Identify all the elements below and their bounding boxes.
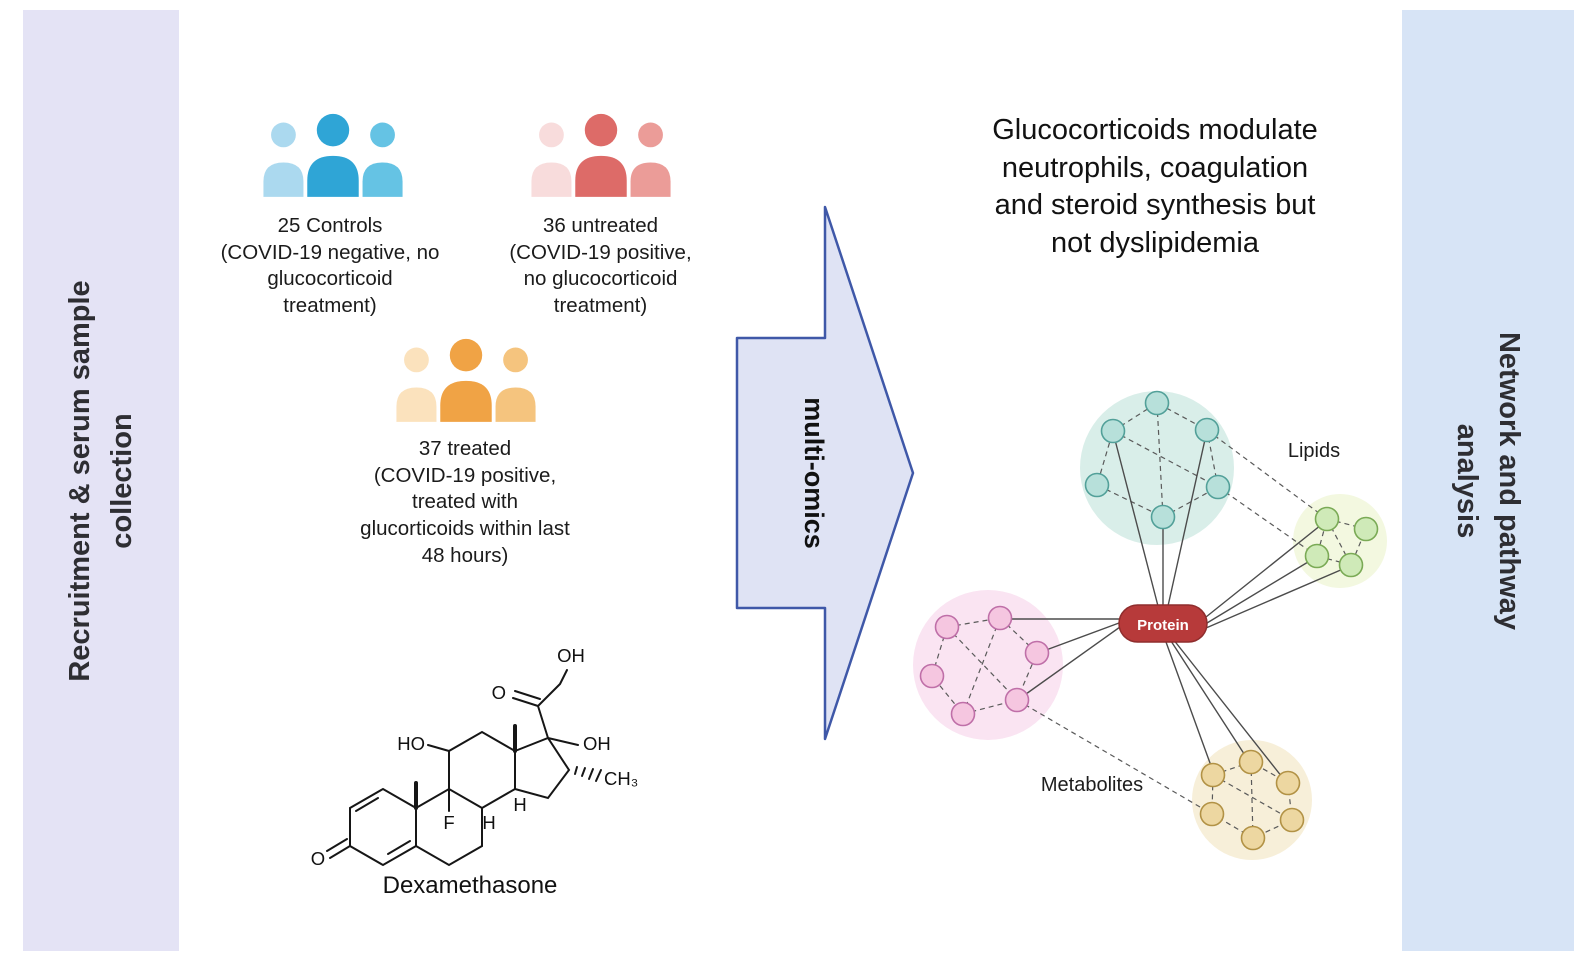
lipids-cluster-edges xyxy=(1316,518,1367,566)
network-node xyxy=(1024,640,1050,666)
molecule-hash-wedge xyxy=(574,766,602,782)
network-node xyxy=(1205,474,1231,500)
network-node xyxy=(1338,552,1364,578)
molecule-caption: Dexamethasone xyxy=(382,872,558,899)
cross-cluster-edges xyxy=(1016,429,1328,815)
network-diagram: Protein Lipids Metabolites xyxy=(913,390,1387,860)
right-panel: Network and pathway analysis xyxy=(1402,10,1574,951)
metabolites-label: Metabolites xyxy=(1041,774,1143,796)
network-node xyxy=(1279,807,1305,833)
arrow-label: multi-omics xyxy=(799,397,829,549)
person-left-icon xyxy=(263,122,304,197)
pink-cluster xyxy=(919,605,1050,727)
tan-cluster xyxy=(1199,749,1305,851)
atom-label-ketone-o: O xyxy=(311,848,325,869)
atom-label-h14: H xyxy=(513,794,526,815)
person-center-icon xyxy=(440,338,492,422)
network-node xyxy=(1100,418,1126,444)
network-node xyxy=(1199,801,1225,827)
person-right-icon xyxy=(630,122,671,197)
treated-group-label: 37 treated (COVID-19 positive, treated w… xyxy=(360,437,570,567)
person-left-icon xyxy=(531,122,572,197)
person-right-icon xyxy=(495,347,536,422)
atom-label-c17-oh: OH xyxy=(583,733,611,754)
multi-omics-arrow: multi-omics xyxy=(735,205,915,741)
person-center-icon xyxy=(575,113,627,197)
atom-label-f: F xyxy=(443,812,454,833)
lipids-cluster-halo xyxy=(1293,494,1387,588)
molecule-double-bonds xyxy=(326,690,541,855)
network-node xyxy=(934,614,960,640)
person-center-icon xyxy=(307,113,359,197)
network-node xyxy=(1150,504,1176,530)
person-left-icon xyxy=(396,347,437,422)
network-node xyxy=(1304,543,1330,569)
controls-people-icon xyxy=(263,113,403,197)
network-node xyxy=(1200,762,1226,788)
protein-node-shape xyxy=(1118,604,1208,643)
network-node xyxy=(1275,770,1301,796)
network-node xyxy=(1238,749,1264,775)
protein-hub-edges xyxy=(1002,434,1351,783)
network-node xyxy=(1144,390,1170,416)
headline-text: Glucocorticoids modulate neutrophils, co… xyxy=(992,114,1318,260)
network-node xyxy=(919,663,945,689)
network-node xyxy=(1314,506,1340,532)
untreated-group-label: 36 untreated (COVID-19 positive, no gluc… xyxy=(509,214,692,317)
left-panel-label: Recruitment & serum sample collection xyxy=(63,279,138,682)
network-node xyxy=(1004,687,1030,713)
untreated-people-icon xyxy=(531,113,671,197)
atom-label-h8: H xyxy=(482,812,495,833)
protein-node-label: Protein xyxy=(1137,617,1189,634)
right-panel-label: Network and pathway analysis xyxy=(1451,331,1526,630)
atom-label-ch3: CH₃ xyxy=(604,768,638,789)
arrow-shape xyxy=(735,205,915,741)
atom-label-ho: HO xyxy=(397,733,425,754)
lipids-label: Lipids xyxy=(1288,440,1340,462)
left-panel: Recruitment & serum sample collection xyxy=(23,10,179,951)
network-node xyxy=(987,605,1013,631)
protein-hub-node: Protein xyxy=(1118,604,1208,643)
network-node xyxy=(1084,472,1110,498)
teal-cluster xyxy=(1084,390,1231,530)
lipids-cluster xyxy=(1304,506,1379,578)
molecule-methyl-wedges xyxy=(414,724,517,810)
atom-label-chain-o: O xyxy=(492,682,506,703)
treated-people-icon xyxy=(396,338,536,422)
person-right-icon xyxy=(362,122,403,197)
dexamethasone-structure: O HO OH O OH CH₃ F H H xyxy=(311,645,638,869)
controls-group-label: 25 Controls (COVID-19 negative, no gluco… xyxy=(220,214,440,317)
atom-label-top-oh: OH xyxy=(557,645,585,666)
network-node xyxy=(1353,516,1379,542)
network-node xyxy=(1240,825,1266,851)
network-node xyxy=(950,701,976,727)
network-node xyxy=(1194,417,1220,443)
